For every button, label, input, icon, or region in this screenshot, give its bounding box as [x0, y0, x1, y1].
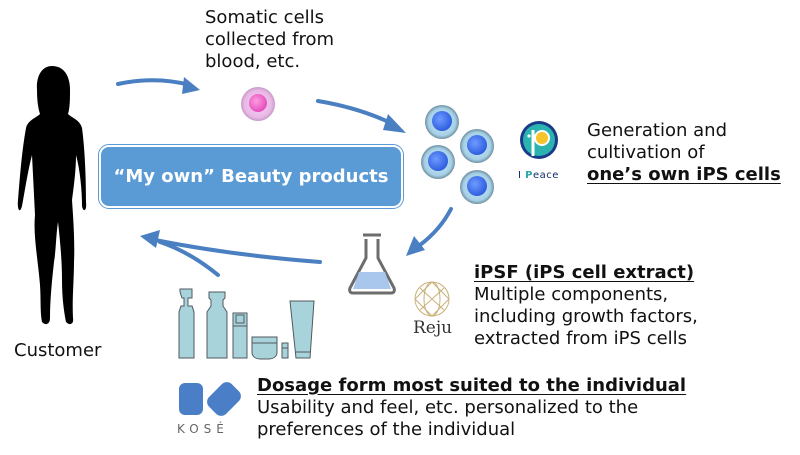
arrow-to-somatic — [116, 77, 200, 94]
ipsf-line: Multiple components, — [474, 284, 669, 305]
ips-cell-icon — [425, 105, 459, 139]
my-own-beauty-products-box: “My own” Beauty products — [98, 144, 404, 209]
ips-generation-text: Generation and cultivation of one’s own … — [587, 120, 781, 186]
dosage-heading: Dosage form most suited to the individua… — [257, 375, 687, 396]
somatic-cells-text: Somatic cells collected from blood, etc. — [205, 7, 334, 73]
ips-generation-line: Generation and — [587, 120, 728, 141]
ips-cell-icon — [421, 145, 455, 179]
ips-cell-icon — [460, 129, 494, 163]
somatic-line: collected from — [205, 29, 335, 50]
dosage-text: Dosage form most suited to the individua… — [257, 375, 686, 441]
ipsf-heading: iPSF (iPS cell extract) — [474, 262, 695, 283]
ips-generation-emphasis: one’s own iPS cells — [587, 164, 781, 185]
ipsf-line: including growth factors, — [474, 306, 698, 327]
customer-label: Customer — [14, 340, 102, 361]
woman-silhouette-icon — [17, 66, 87, 325]
ipeace-prefix: I — [518, 170, 526, 181]
arrow-to-flask — [406, 207, 453, 256]
somatic-line: blood, etc. — [205, 51, 301, 72]
arrow-to-ips-cells — [316, 99, 406, 133]
somatic-line: Somatic cells — [205, 7, 325, 28]
ipsf-text: iPSF (iPS cell extract) Multiple compone… — [474, 262, 698, 350]
kose-logo-text: KOSÉ — [177, 422, 229, 436]
ipeace-logo-text: I Peace — [518, 170, 559, 181]
dosage-line: Usability and feel, etc. personalized to… — [257, 397, 639, 418]
dosage-line: preferences of the individual — [257, 419, 516, 440]
reju-logo-icon — [414, 281, 450, 317]
ips-generation-line: cultivation of — [587, 142, 705, 163]
somatic-cell-icon — [241, 87, 275, 121]
kose-logo-icon — [179, 382, 241, 416]
arrow-to-customer — [140, 230, 322, 277]
ipeace-suffix: eace — [532, 170, 559, 181]
ips-cells-cluster — [421, 105, 494, 204]
ips-cell-icon — [460, 170, 494, 204]
ipeace-highlight: P — [525, 170, 533, 181]
reju-logo-text: Reju — [413, 318, 453, 338]
main-title: “My own” Beauty products — [113, 166, 389, 187]
flask-icon — [348, 233, 396, 295]
ipsf-line: extracted from iPS cells — [474, 328, 688, 349]
cosmetics-icon — [178, 288, 315, 360]
ipeace-logo-icon — [520, 121, 558, 159]
